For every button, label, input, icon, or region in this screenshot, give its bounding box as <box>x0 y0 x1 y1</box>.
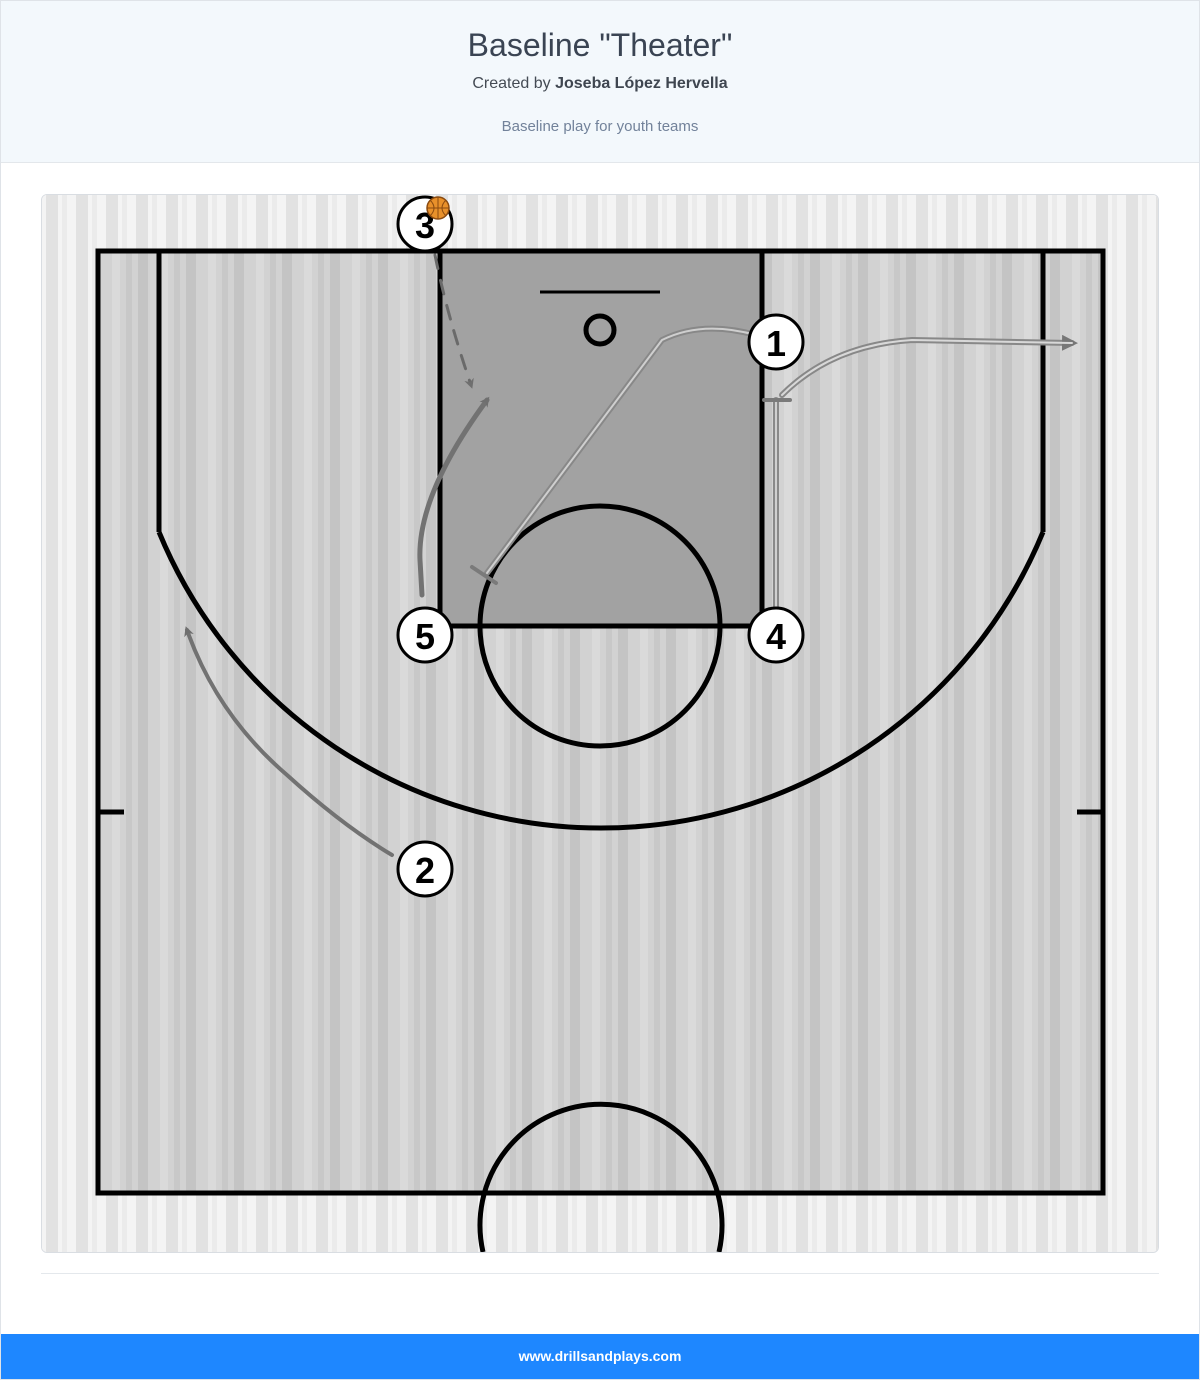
player-2: 2 <box>396 840 454 898</box>
created-by-label: Created by <box>472 75 556 92</box>
player-5-label: 5 <box>415 616 435 657</box>
play-header: Baseline "Theater" Created by Joseba Lóp… <box>1 1 1199 163</box>
hoop <box>583 313 617 347</box>
author-name: Joseba López Hervella <box>555 75 728 92</box>
player-1: 1 <box>747 313 805 371</box>
cut-path-1-inner <box>781 339 1073 396</box>
author-line: Created by Joseba López Hervella <box>1 73 1199 95</box>
player-4: 4 <box>747 606 805 664</box>
content-divider <box>41 1273 1159 1274</box>
cut-path-2 <box>184 626 394 857</box>
lane-lines <box>437 248 765 629</box>
ball-icon <box>426 196 450 220</box>
movement-paths <box>184 253 1078 857</box>
pass-path-3 <box>433 253 474 389</box>
center-circle <box>477 1101 725 1252</box>
court-lines <box>95 248 1106 1252</box>
player-5: 5 <box>396 606 454 664</box>
player-1-label: 1 <box>766 323 786 364</box>
page-title: Baseline "Theater" <box>467 27 733 63</box>
footer-site-link[interactable]: www.drillsandplays.com <box>518 1348 682 1364</box>
site-footer: www.drillsandplays.com <box>1 1334 1199 1379</box>
play-description: Baseline play for youth teams <box>501 118 699 135</box>
players: 3 1 5 4 2 <box>396 195 805 898</box>
screen-mark-1 <box>470 565 498 585</box>
play-diagram: 3 1 5 4 2 <box>41 194 1159 1253</box>
screen-path-1-inner <box>486 327 757 574</box>
free-throw-circle <box>477 503 723 749</box>
player-2-label: 2 <box>415 850 435 891</box>
three-point-arc <box>156 531 1046 831</box>
cut-path-5 <box>417 396 490 598</box>
player-4-label: 4 <box>766 616 786 657</box>
court-diagram: 3 1 5 4 2 <box>42 195 1158 1252</box>
